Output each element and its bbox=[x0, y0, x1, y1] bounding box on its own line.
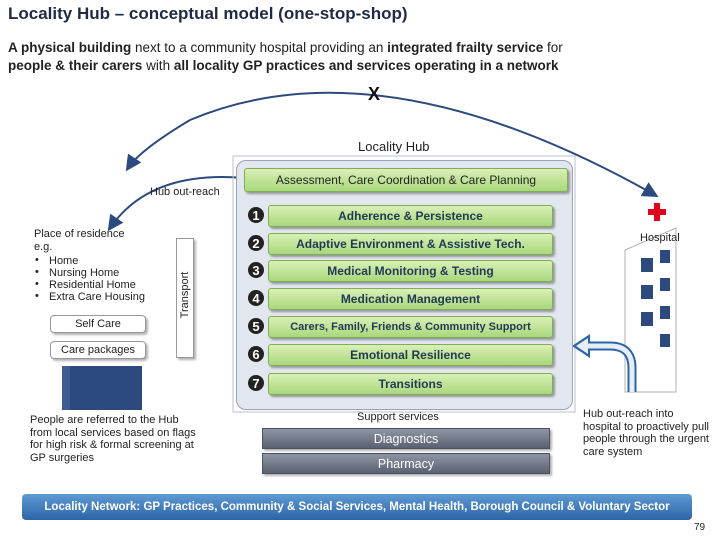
care-packages-box: Care packages bbox=[50, 341, 146, 359]
subtitle-integrated-frailty: integrated frailty service bbox=[387, 40, 544, 55]
hospital-label: Hospital bbox=[640, 232, 680, 244]
subtitle-text: next to a community hospital providing a… bbox=[131, 40, 388, 55]
hub-item-adherence: Adherence & Persistence bbox=[268, 205, 553, 227]
pharmacy-bar: Pharmacy bbox=[262, 453, 550, 474]
transport-bar: Transport bbox=[176, 238, 194, 358]
locality-hub-label: Locality Hub bbox=[358, 139, 430, 154]
locality-network-banner: Locality Network: GP Practices, Communit… bbox=[22, 494, 692, 520]
hub-item-monitoring: Medical Monitoring & Testing bbox=[268, 260, 553, 282]
hub-item-emotional: Emotional Resilience bbox=[268, 344, 553, 366]
network-arc-left bbox=[125, 119, 191, 172]
hub-outreach-arc bbox=[107, 176, 245, 232]
page-title: Locality Hub – conceptual model (one-sto… bbox=[8, 4, 408, 23]
place-of-residence-title: Place of residence bbox=[34, 228, 125, 240]
subtitle-gp-network: all locality GP practices and services o… bbox=[173, 58, 559, 73]
list-item: Residential Home bbox=[34, 278, 145, 291]
page-number: 79 bbox=[694, 522, 706, 533]
list-item: Extra Care Housing bbox=[34, 290, 145, 303]
hospital-building bbox=[624, 227, 677, 393]
step-number: 6 bbox=[248, 346, 264, 362]
hub-item-carers: Carers, Family, Friends & Community Supp… bbox=[268, 316, 553, 338]
self-care-box: Self Care bbox=[50, 315, 146, 333]
residence-building bbox=[62, 366, 142, 410]
subtitle: A physical building next to a community … bbox=[8, 39, 698, 75]
step-number: 1 bbox=[248, 207, 264, 223]
hub-boundary bbox=[232, 155, 576, 413]
support-services-label: Support services bbox=[357, 411, 439, 423]
referral-text: People are referred to the Hub from loca… bbox=[30, 414, 196, 464]
subtitle-people-carers: people & their carers bbox=[8, 58, 143, 73]
subtitle-text: with bbox=[142, 58, 174, 73]
transport-label: Transport bbox=[179, 271, 191, 319]
network-x-mark: X bbox=[368, 84, 381, 104]
hub-item-transitions: Transitions bbox=[268, 373, 553, 395]
hospital-outreach-text: Hub out-reach into hospital to proactive… bbox=[583, 408, 709, 458]
network-arc bbox=[189, 91, 659, 197]
hospital-cross-icon bbox=[648, 203, 666, 221]
list-item: Home bbox=[34, 254, 145, 267]
step-number: 2 bbox=[248, 235, 264, 251]
hub-outreach-label: Hub out-reach bbox=[150, 186, 220, 198]
step-number: 7 bbox=[248, 375, 264, 391]
hub-panel bbox=[236, 160, 573, 410]
step-number: 3 bbox=[248, 262, 264, 278]
hub-item-adaptive: Adaptive Environment & Assistive Tech. bbox=[268, 233, 553, 255]
list-item: Nursing Home bbox=[34, 266, 145, 279]
subtitle-physical-building: A physical building bbox=[8, 40, 132, 55]
hub-item-medication: Medication Management bbox=[268, 288, 553, 310]
place-eg: e.g. bbox=[34, 241, 53, 253]
step-number: 5 bbox=[248, 318, 264, 334]
step-number: 4 bbox=[248, 290, 264, 306]
subtitle-text: for bbox=[543, 40, 563, 55]
assessment-bar: Assessment, Care Coordination & Care Pla… bbox=[244, 168, 568, 192]
residence-list: Home Nursing Home Residential Home Extra… bbox=[34, 254, 145, 303]
diagnostics-bar: Diagnostics bbox=[262, 428, 550, 449]
